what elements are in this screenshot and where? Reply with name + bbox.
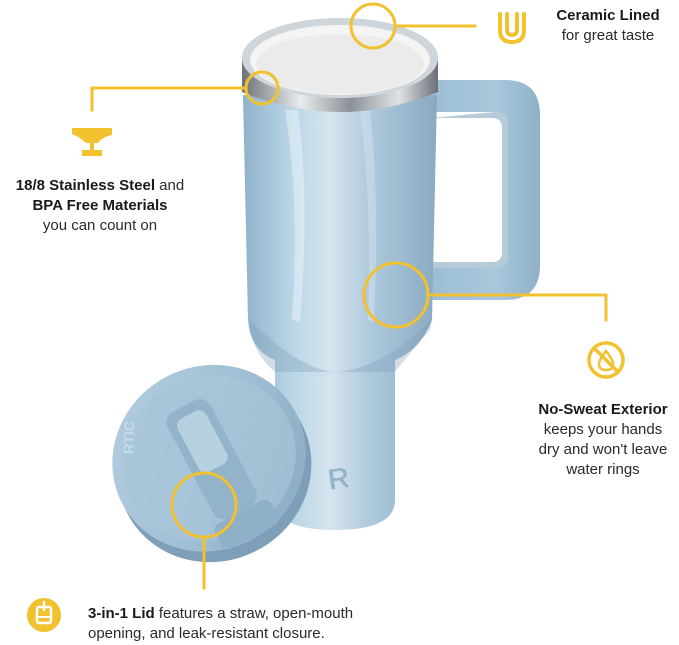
- sweat-title: No-Sweat Exterior: [538, 401, 668, 418]
- steel-title-line1: 18/8 Stainless Steel: [15, 177, 156, 194]
- u-shaped-cup-icon: [498, 12, 526, 45]
- tumbler-handle: [430, 80, 540, 300]
- callout-lid: 3-in-1 Lid features a straw, open-mouth …: [88, 604, 408, 644]
- lid-straw-icon: [27, 598, 61, 632]
- ceramic-title: Ceramic Lined: [556, 7, 660, 24]
- sweat-desc-line2: dry and won't leave: [538, 441, 668, 458]
- sweat-desc-line3: water rings: [566, 461, 640, 478]
- steel-and: and: [155, 177, 185, 194]
- lid-title: 3-in-1 Lid: [88, 605, 155, 622]
- lid-logo: RTIC: [120, 421, 137, 454]
- tumbler-rim: [242, 18, 438, 112]
- lid-desc-line1: features a straw, open-mouth: [154, 605, 354, 622]
- lid-desc-line2: opening, and leak-resistant closure.: [88, 625, 325, 642]
- callout-steel: 18/8 Stainless Steel and BPA Free Materi…: [0, 176, 200, 236]
- callout-sweat: No-Sweat Exterior keeps your hands dry a…: [528, 400, 678, 480]
- steel-title-line2: BPA Free Materials: [32, 197, 168, 214]
- ceramic-desc: for great taste: [561, 27, 655, 44]
- tumbler-lid: RTIC: [112, 364, 312, 563]
- callout-ceramic: Ceramic Lined for great taste: [538, 6, 678, 46]
- steel-desc: you can count on: [42, 217, 158, 234]
- anvil-icon: [72, 128, 112, 156]
- callout-graphics: [90, 2, 608, 590]
- no-droplet-icon: [587, 341, 625, 379]
- embossed-mark: R: [326, 461, 352, 497]
- sweat-desc-line1: keeps your hands: [543, 421, 663, 438]
